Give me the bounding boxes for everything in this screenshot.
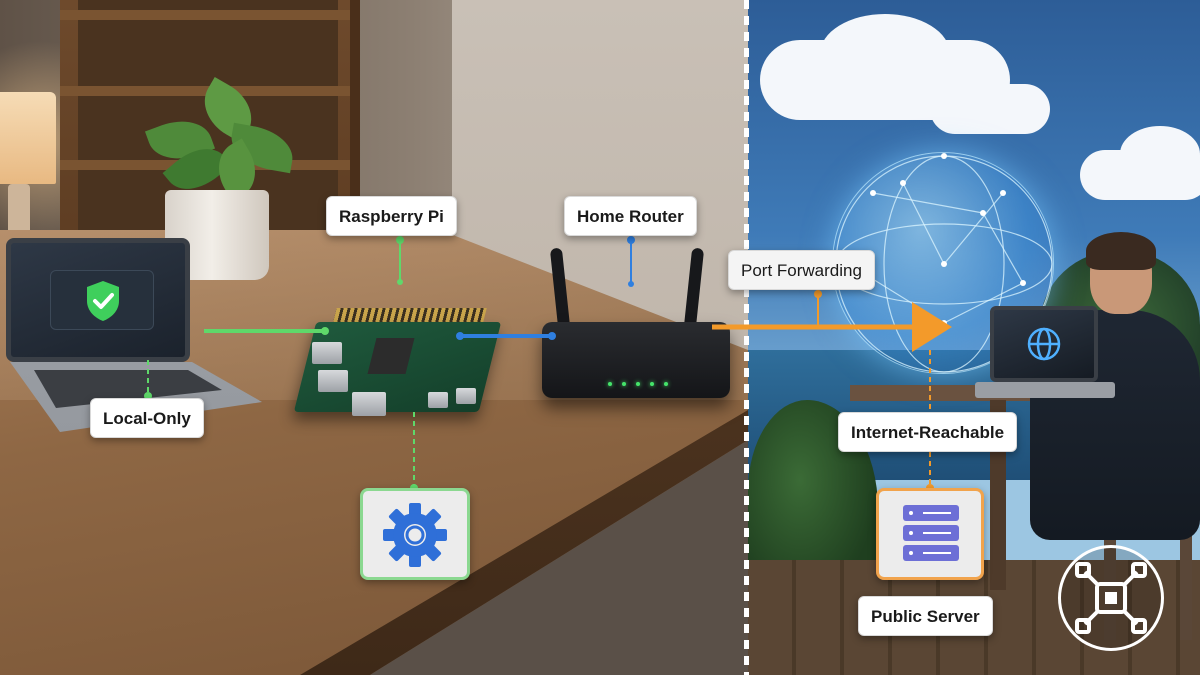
shelf-board bbox=[60, 10, 350, 20]
local-only-label: Local-Only bbox=[90, 398, 204, 438]
router-led bbox=[608, 382, 612, 386]
lamp-base bbox=[8, 184, 30, 244]
router-led bbox=[636, 382, 640, 386]
pi-router-endpoint bbox=[548, 332, 556, 340]
pi-router-endpoint bbox=[456, 332, 464, 340]
pi-usb-port bbox=[318, 370, 348, 392]
leader-dot bbox=[397, 279, 403, 285]
router-led bbox=[664, 382, 668, 386]
router-led bbox=[622, 382, 626, 386]
remote-laptop-base bbox=[975, 382, 1115, 398]
leader-dot bbox=[396, 236, 404, 244]
pi-hdmi-port bbox=[456, 388, 476, 404]
config-tile bbox=[360, 488, 470, 580]
lamp-shade bbox=[0, 92, 56, 184]
cloud bbox=[1120, 126, 1200, 182]
pi-ethernet-port bbox=[352, 392, 386, 416]
chair-leg bbox=[1180, 510, 1192, 640]
shield-check-icon bbox=[87, 281, 119, 321]
cloud bbox=[820, 14, 950, 94]
leader-dot bbox=[814, 290, 822, 298]
laptop-screen-card bbox=[50, 270, 154, 330]
remote-laptop bbox=[990, 306, 1098, 382]
gear-icon bbox=[383, 503, 447, 567]
local-link-endpoint bbox=[321, 327, 329, 335]
cloud bbox=[930, 84, 1050, 134]
port-forwarding-label: Port Forwarding bbox=[728, 250, 875, 290]
person-hair bbox=[1086, 232, 1156, 270]
pi-hdmi-port bbox=[428, 392, 448, 408]
leader-dot bbox=[627, 236, 635, 244]
internet-reachable-label: Internet-Reachable bbox=[838, 412, 1018, 452]
network-nodes-icon bbox=[1075, 562, 1147, 634]
corner-badge bbox=[1058, 545, 1164, 651]
home-router-label: Home Router bbox=[564, 196, 697, 236]
router-led bbox=[650, 382, 654, 386]
network-boundary-divider bbox=[744, 0, 749, 675]
public-server-label: Public Server bbox=[858, 596, 993, 636]
server-tile bbox=[876, 488, 984, 580]
raspberry-pi-label: Raspberry Pi bbox=[326, 196, 457, 236]
pi-usb-port bbox=[312, 342, 342, 364]
shelf-board bbox=[60, 86, 350, 96]
leader-dot bbox=[628, 281, 634, 287]
server-icon bbox=[903, 505, 959, 561]
globe-icon bbox=[1027, 327, 1061, 361]
